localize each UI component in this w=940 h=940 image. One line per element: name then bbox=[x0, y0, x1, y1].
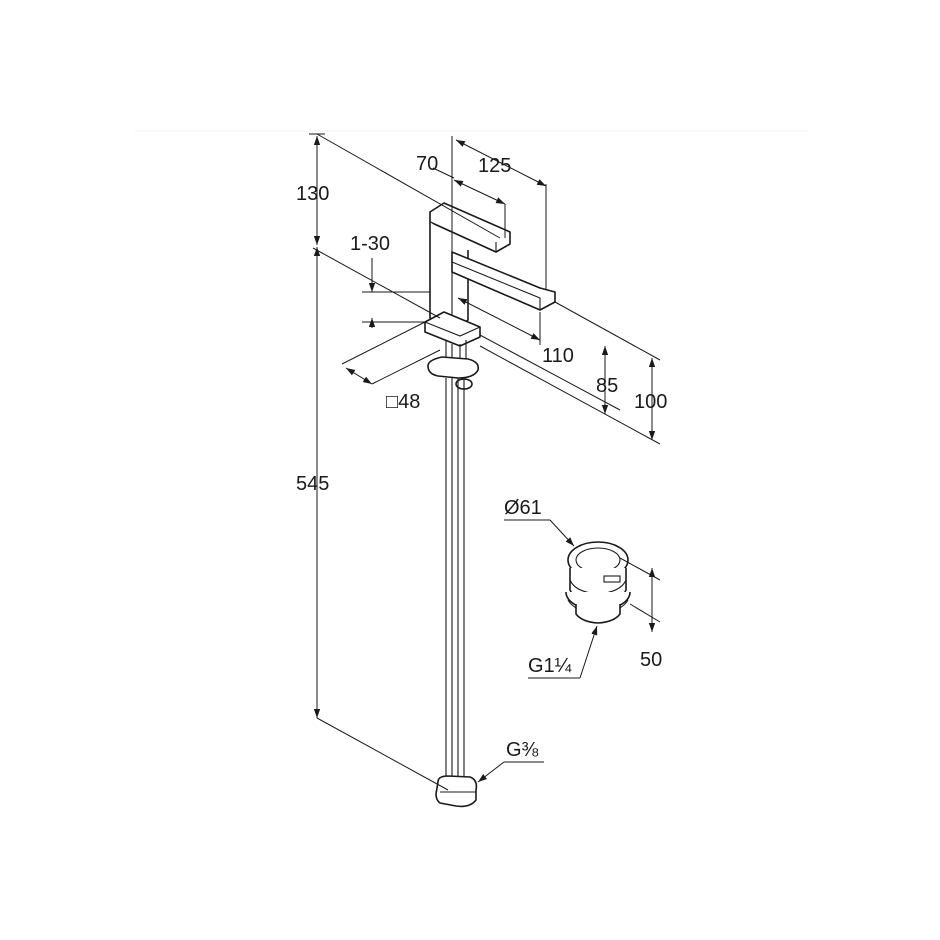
label-50: 50 bbox=[640, 649, 662, 671]
label-base-square: □48 bbox=[386, 391, 420, 413]
label-85: 85 bbox=[596, 375, 618, 397]
label-125: 125 bbox=[478, 155, 511, 177]
label-g3-8: G⅜ bbox=[506, 739, 539, 761]
label-545: 545 bbox=[296, 473, 329, 495]
label-130: 130 bbox=[296, 183, 329, 205]
label-110: 110 bbox=[542, 345, 574, 367]
label-1-30: 1-30 bbox=[350, 233, 390, 255]
waste-valve bbox=[565, 541, 631, 624]
label-g1-1-4: G1¼ bbox=[528, 655, 572, 677]
label-100: 100 bbox=[634, 391, 667, 413]
label-70: 70 bbox=[416, 153, 438, 175]
dimension-lines bbox=[309, 133, 661, 791]
label-diameter-61: Ø61 bbox=[504, 497, 542, 519]
